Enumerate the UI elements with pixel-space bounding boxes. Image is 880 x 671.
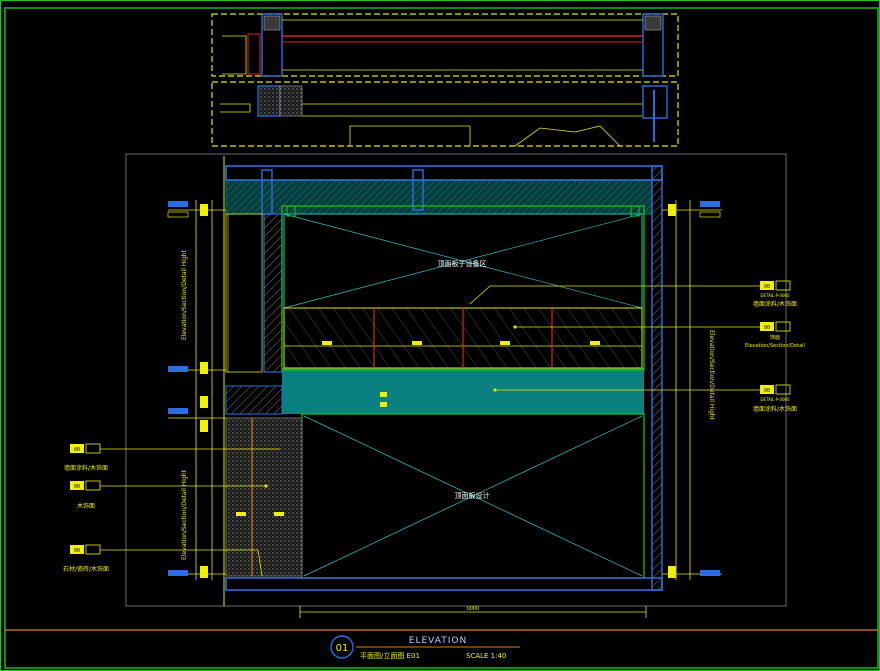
callout-right-3-code: DETAIL-P-0000 <box>760 397 790 402</box>
vertical-text-right: Elevation/Section/Detail Hight <box>708 330 715 421</box>
callouts-right: 00 DETAIL-P-0000 墙面涂料/木饰面 00 饰面 Elevatio… <box>469 280 805 413</box>
title-scale: SCALE 1:40 <box>466 652 506 660</box>
callout-left-2-text: 木饰面 <box>77 502 95 510</box>
upper-panel-label: 顶面板子设备区 <box>438 259 487 268</box>
callout-right-2-line1: 饰面 <box>770 334 780 341</box>
top-plan-view-upper <box>211 13 679 77</box>
callout-right-2-line2: Elevation/Section/Detail <box>745 343 805 349</box>
callout-left-1-text: 墙面涂料/木饰面 <box>64 464 108 472</box>
title-number: 01 <box>336 643 349 654</box>
tag-left-2: 00 <box>74 484 80 490</box>
vertical-text-left-lower: Elevation/Section/Detail Hight <box>181 469 188 560</box>
dimension-bottom: 0000 <box>299 606 647 618</box>
top-plan-view-lower <box>211 81 679 147</box>
title-text: ELEVATION <box>409 636 467 646</box>
dimensions-left <box>168 200 226 580</box>
callout-right-3-text: 墙面涂料/木饰面 <box>753 405 797 413</box>
elevation-main <box>223 156 663 606</box>
level-markers <box>167 201 721 576</box>
tag-right-2: 00 <box>764 325 770 331</box>
vertical-text-left-upper: Elevation/Section/Detail Hight <box>181 249 188 340</box>
callouts-left: 00 墙面涂料/木饰面 00 木饰面 00 石材/瓷砖/木饰面 <box>63 443 280 577</box>
tag-left-1: 00 <box>74 447 80 453</box>
callout-right-1-text: 墙面涂料/木饰面 <box>753 300 797 308</box>
tag-right-3: 00 <box>764 388 770 394</box>
callout-left-3-text: 石材/瓷砖/木饰面 <box>63 565 109 573</box>
elevation-border <box>125 153 787 607</box>
title-block: 01 ELEVATION 平面图/立面图 E01 SCALE 1:40 <box>330 635 520 660</box>
tag-left-3: 00 <box>74 548 80 554</box>
lower-panel-label: 顶面板设计 <box>455 491 490 500</box>
title-subtitle: 平面图/立面图 E01 <box>360 651 420 660</box>
dimension-bottom-value: 0000 <box>467 606 480 612</box>
callout-right-1-code: DETAIL-P-0000 <box>760 293 790 298</box>
tag-right-1: 00 <box>764 284 770 290</box>
